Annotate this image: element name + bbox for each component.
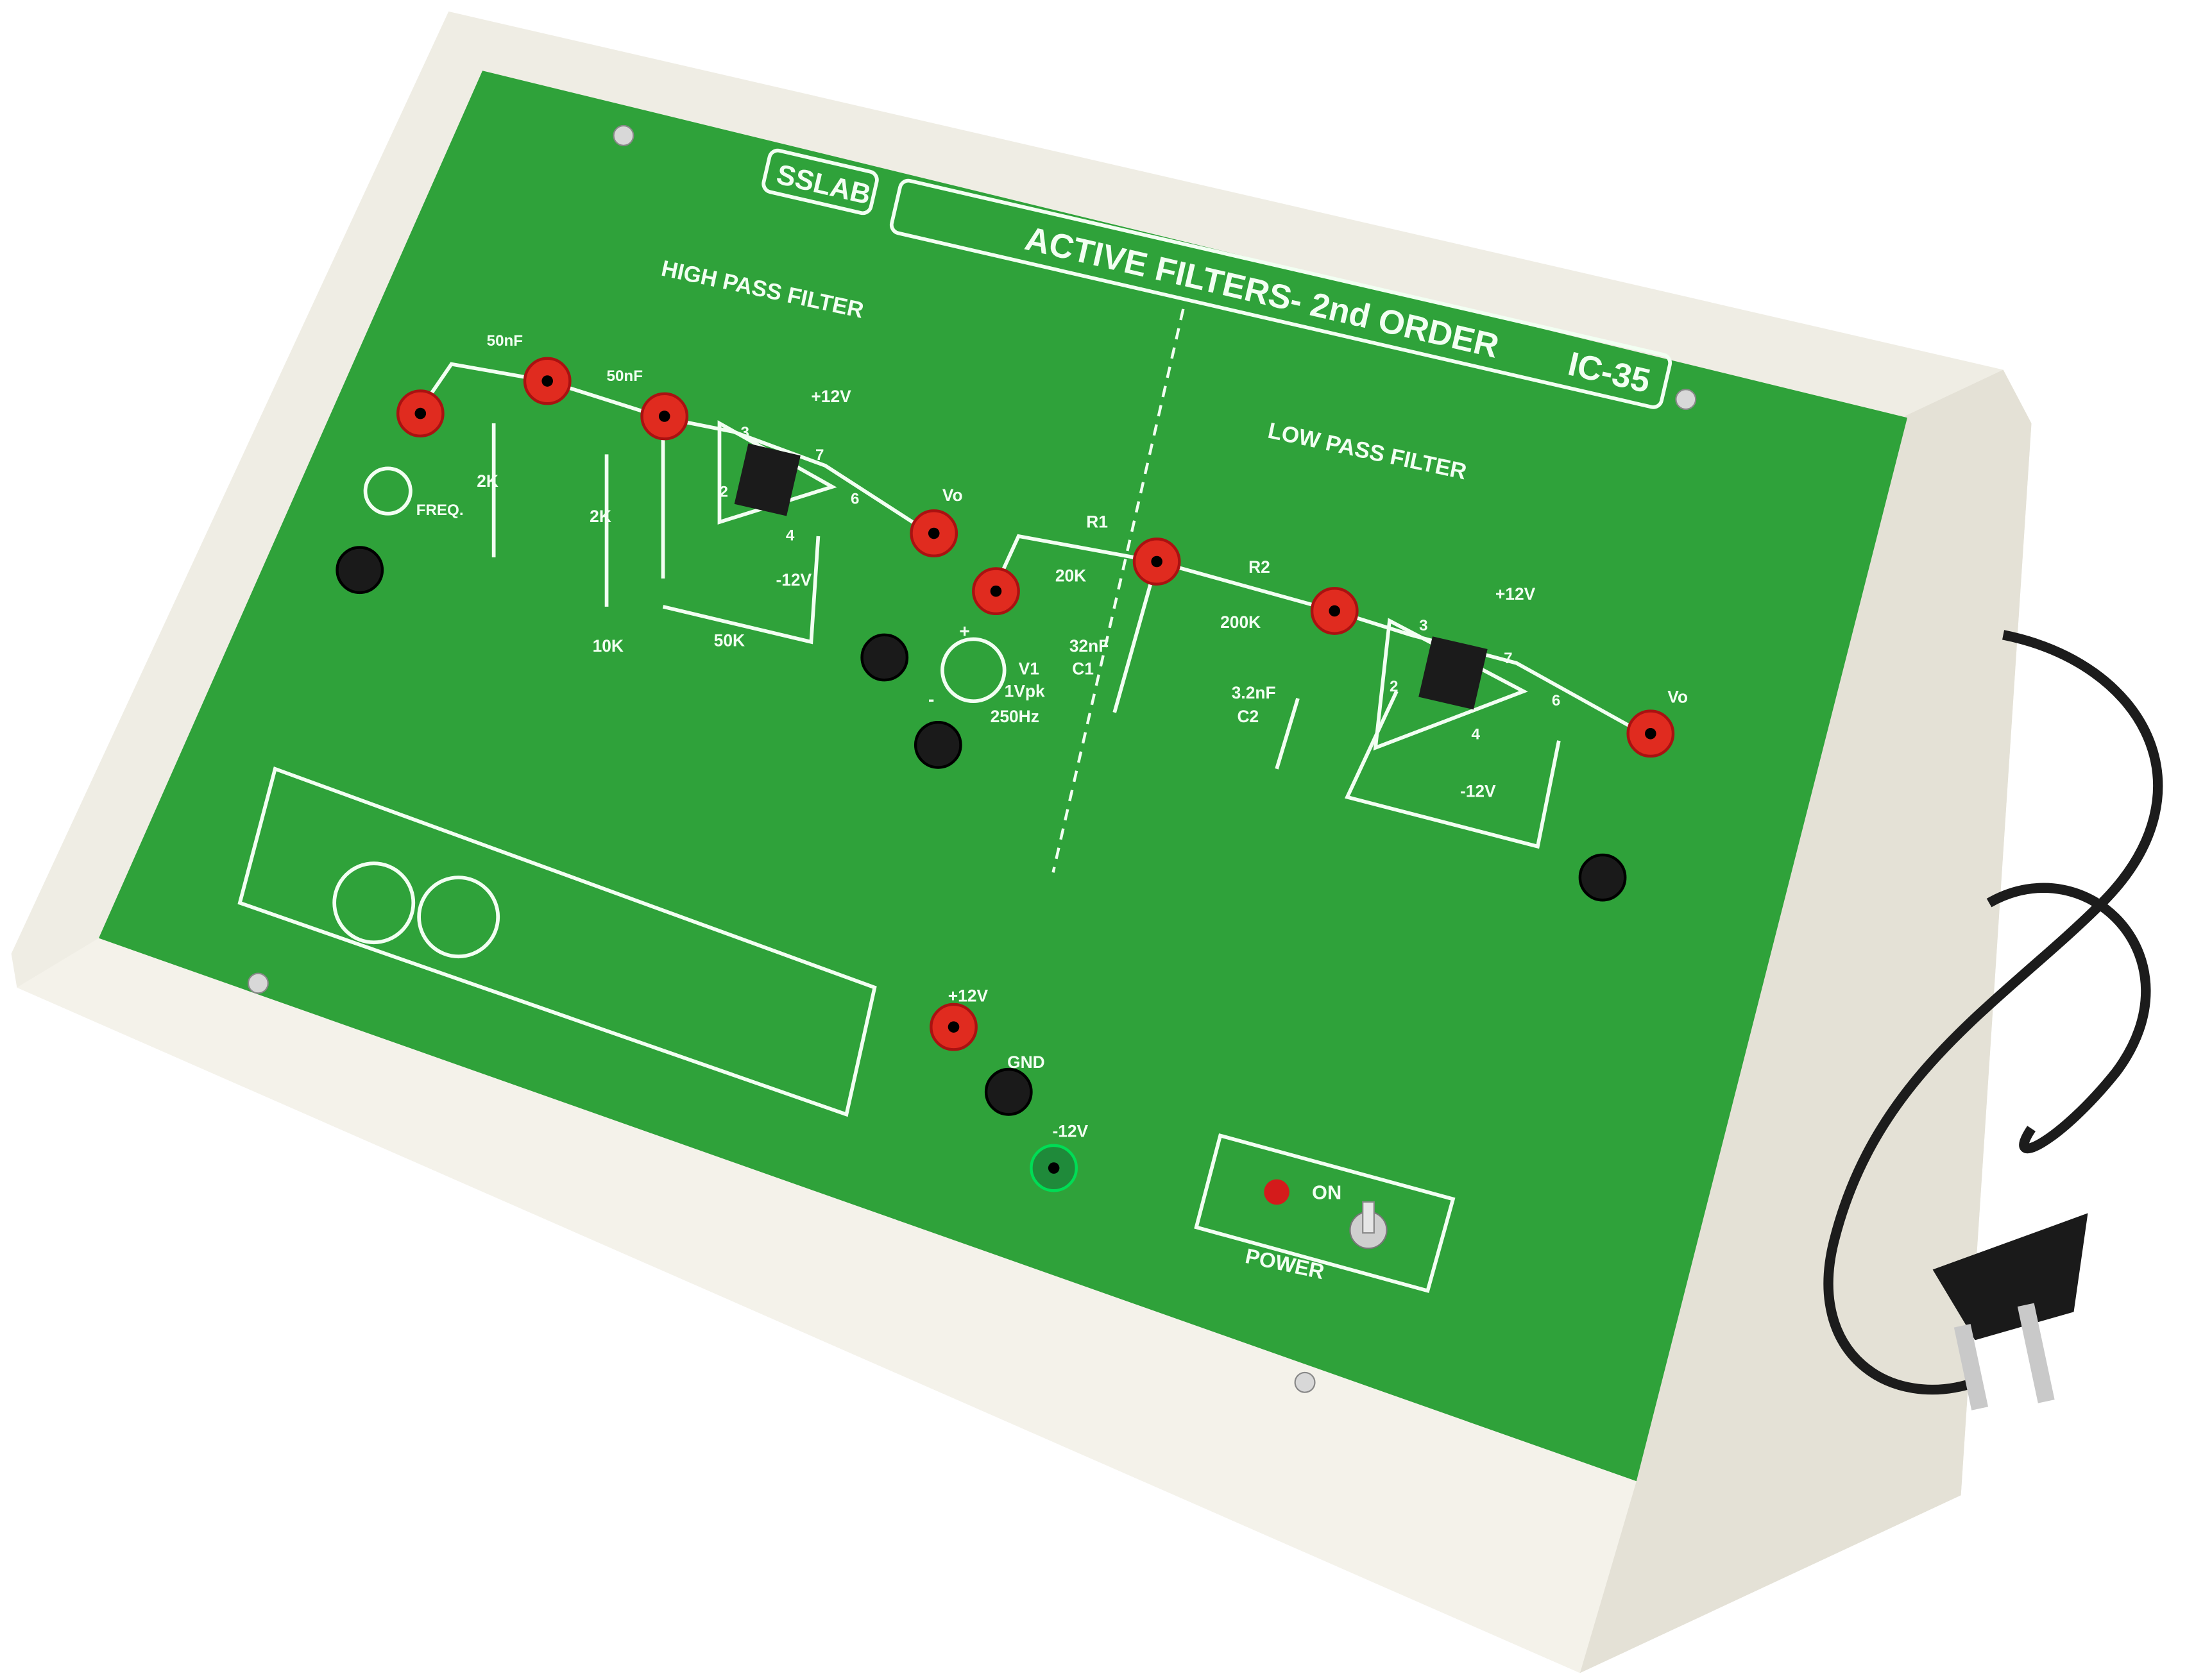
lpf-v1-name: V1 (1019, 659, 1039, 678)
hpf-c2-label: 50nF (607, 368, 643, 385)
supply-plus-label: +12V (948, 986, 989, 1006)
lpf-r2-value: 200K (1220, 613, 1261, 632)
hpf-c1-label: 50nF (487, 332, 523, 350)
black-jacks[interactable] (336, 546, 1627, 1116)
freq-source-symbol (363, 466, 413, 516)
pcb-panel (98, 71, 1908, 1482)
power-led (1264, 1179, 1289, 1205)
power-on-label: ON (1312, 1181, 1341, 1203)
jack-hpf-out-gnd[interactable] (860, 633, 909, 682)
lpf-c2-value: 3.2nF (1232, 683, 1276, 702)
title-box (889, 178, 1672, 409)
lpf-c2-name: C2 (1238, 707, 1259, 726)
hpf-pin4: 4 (786, 527, 795, 545)
lpf-pin2: 2 (1390, 678, 1398, 695)
lpf-r1-name: R1 (1086, 512, 1108, 532)
lpf-c1-name: C1 (1072, 659, 1094, 678)
lpf-c1-value: 32nF (1069, 636, 1109, 656)
lpf-v1-amp: 1Vpk (1005, 682, 1045, 701)
hpf-rf-label: 50K (714, 631, 745, 650)
lpf-pin7: 7 (1504, 650, 1512, 667)
lpf-v1-plus: + (959, 622, 970, 642)
lpf-opamp-chip (1418, 636, 1488, 710)
lpf-v1-minus: - (928, 690, 935, 710)
jack-supply-gnd[interactable] (984, 1067, 1033, 1116)
power-plug (1932, 1213, 2088, 1410)
v1-source-symbol (940, 637, 1007, 704)
power-toggle-switch[interactable] (1349, 1201, 1388, 1249)
hpf-pin7: 7 (815, 446, 824, 464)
hpf-r2-label: 2K (590, 507, 611, 526)
hpf-vminus-label: -12V (776, 570, 812, 589)
lpf-out-label: Vo (1667, 687, 1688, 706)
hpf-pin3: 3 (740, 424, 749, 441)
power-cord (1823, 630, 2163, 1395)
supply-minus-label: -12V (1052, 1122, 1088, 1141)
jack-hpf-gnd[interactable] (336, 546, 384, 595)
hpf-r3-label: 10K (593, 636, 624, 656)
hpf-r1-label: 2K (477, 471, 498, 491)
lpf-r1-value: 20K (1055, 566, 1086, 585)
hpf-source-label: FREQ. (416, 502, 464, 519)
lpf-pin4: 4 (1472, 726, 1481, 743)
lpf-vplus-label: +12V (1495, 584, 1536, 604)
lpf-pin6: 6 (1552, 692, 1560, 709)
hpf-opamp-chip (734, 443, 801, 516)
lpf-pin3: 3 (1419, 617, 1427, 634)
hpf-out-label: Vo (942, 486, 963, 505)
screw-icon (247, 124, 1697, 1393)
brand-box (761, 148, 879, 216)
jack-lpf-gnd[interactable] (914, 720, 962, 769)
hpf-pin6: 6 (851, 490, 859, 507)
jack-lpf-out-gnd[interactable] (1578, 853, 1627, 902)
hpf-vplus-label: +12V (811, 387, 851, 406)
lpf-r2-name: R2 (1248, 557, 1270, 577)
hpf-pin2: 2 (719, 483, 727, 500)
lpf-v1-freq: 250Hz (991, 707, 1039, 726)
section-divider (1051, 309, 1185, 873)
lpf-vminus-label: -12V (1460, 782, 1496, 801)
